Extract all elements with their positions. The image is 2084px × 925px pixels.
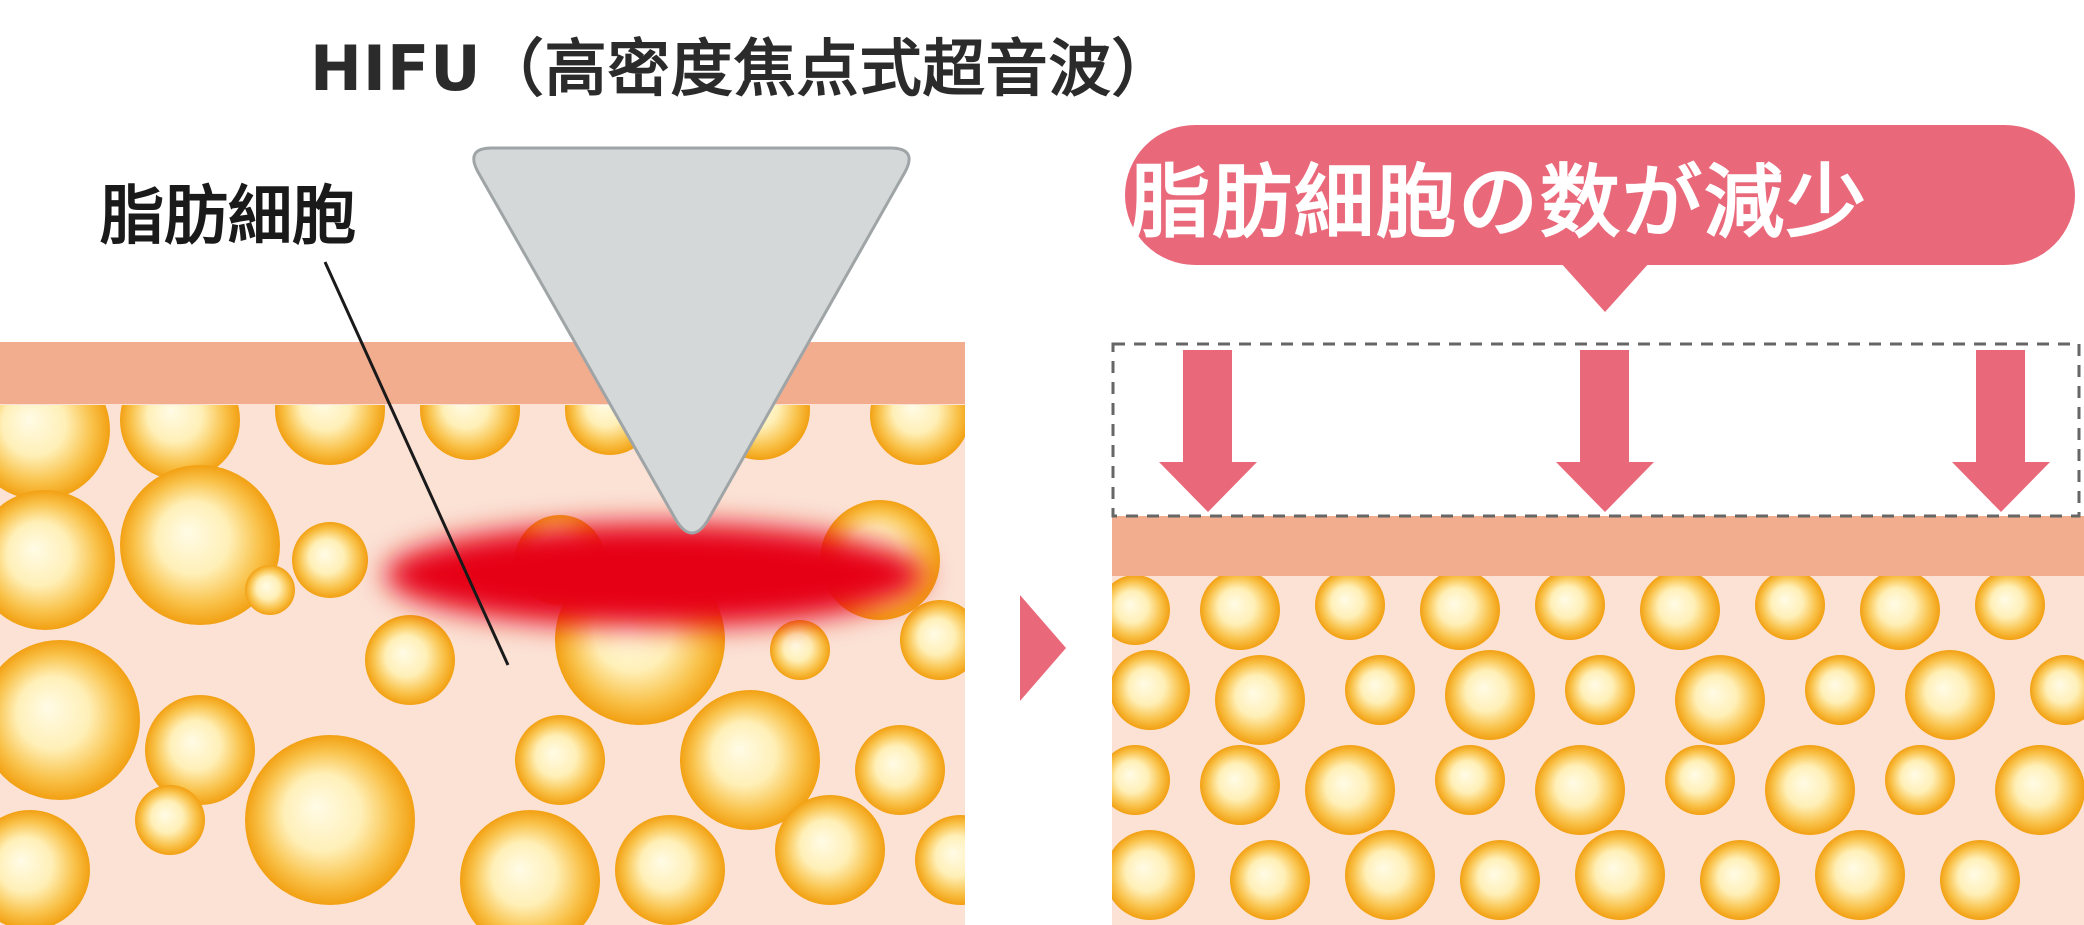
fat-cell [0,405,110,500]
fat-cell [1640,572,1720,650]
fat-cell [1435,745,1505,815]
fat-cell [2030,655,2084,725]
fat-cell [275,405,385,465]
fat-cell [460,810,600,925]
fat-cell [1905,650,1995,740]
fat-cell [915,815,965,905]
fat-cell [1755,572,1825,640]
play-arrow-icon [1020,595,1066,701]
fat-cell [770,620,830,680]
fat-cell [680,690,820,830]
fat-cell [1535,745,1625,835]
fat-cell [1565,655,1635,725]
shrink-arrows [1159,350,2050,512]
fat-cell [775,795,885,905]
fat-cell [1112,830,1195,920]
right-panel [1111,125,2084,925]
fat-cell-label: 脂肪細胞 [100,180,356,254]
fat-cell [0,490,115,630]
fat-cell [900,600,965,680]
result-bubble [1125,125,2075,312]
fat-cell [1305,745,1395,835]
fat-cell [1215,655,1305,745]
fat-cell [1345,830,1435,920]
fat-cell [365,615,455,705]
fat-cell [292,522,368,598]
fat-cell [1765,745,1855,835]
down-arrow-icon [1159,350,1257,512]
transducer-triangle-icon [472,146,911,535]
fat-cell [245,565,295,615]
fat-cell [1230,840,1310,920]
fat-cell [1112,575,1170,645]
right-fat-cells [1112,572,2084,920]
bubble-pointer [1560,262,1650,312]
fat-cell [1112,745,1170,815]
fat-cell [855,725,945,815]
right-skin-layer [1112,516,2084,576]
fat-cell [1700,840,1780,920]
fat-cell [1460,840,1540,920]
fat-cell [1665,745,1735,815]
fat-cell [420,405,520,460]
heat-focus-zone [385,523,925,627]
fat-cell [515,715,605,805]
left-skin-layer [0,342,965,404]
original-thickness-outline [1111,342,2081,518]
fat-cell [1112,650,1190,730]
fat-cell [120,465,280,625]
fat-cell [1200,745,1280,825]
fat-cell [1420,572,1500,650]
left-panel [0,146,965,925]
fat-cell [1315,572,1385,640]
label-pointer-line [323,261,510,666]
fat-cell [1805,655,1875,725]
down-arrow-icon [1556,350,1654,512]
fat-cell [1575,830,1665,920]
fat-cell [0,810,90,925]
fat-cell [145,695,255,805]
down-arrow-icon [1952,350,2050,512]
fat-cell [1445,650,1535,740]
fat-cell [1995,745,2084,835]
fat-cell [1815,830,1905,920]
fat-cell [1940,840,2020,920]
bubble-body [1125,125,2075,265]
fat-cell [1345,655,1415,725]
page-title: HIFU（高密度焦点式超音波） [310,32,1175,105]
fat-cell [870,405,965,465]
fat-cell [120,405,240,480]
fat-cell [245,735,415,905]
fat-cell [1535,572,1605,640]
fat-cell [1200,572,1280,650]
fat-cell [1885,745,1955,815]
fat-cell [615,815,725,925]
fat-cell [0,640,140,800]
result-bubble-text: 脂肪細胞の数が減少 [1130,156,1868,249]
fat-cell [1675,655,1765,745]
fat-cell [1860,572,1940,650]
fat-cell [135,785,205,855]
fat-cell [1975,572,2045,640]
